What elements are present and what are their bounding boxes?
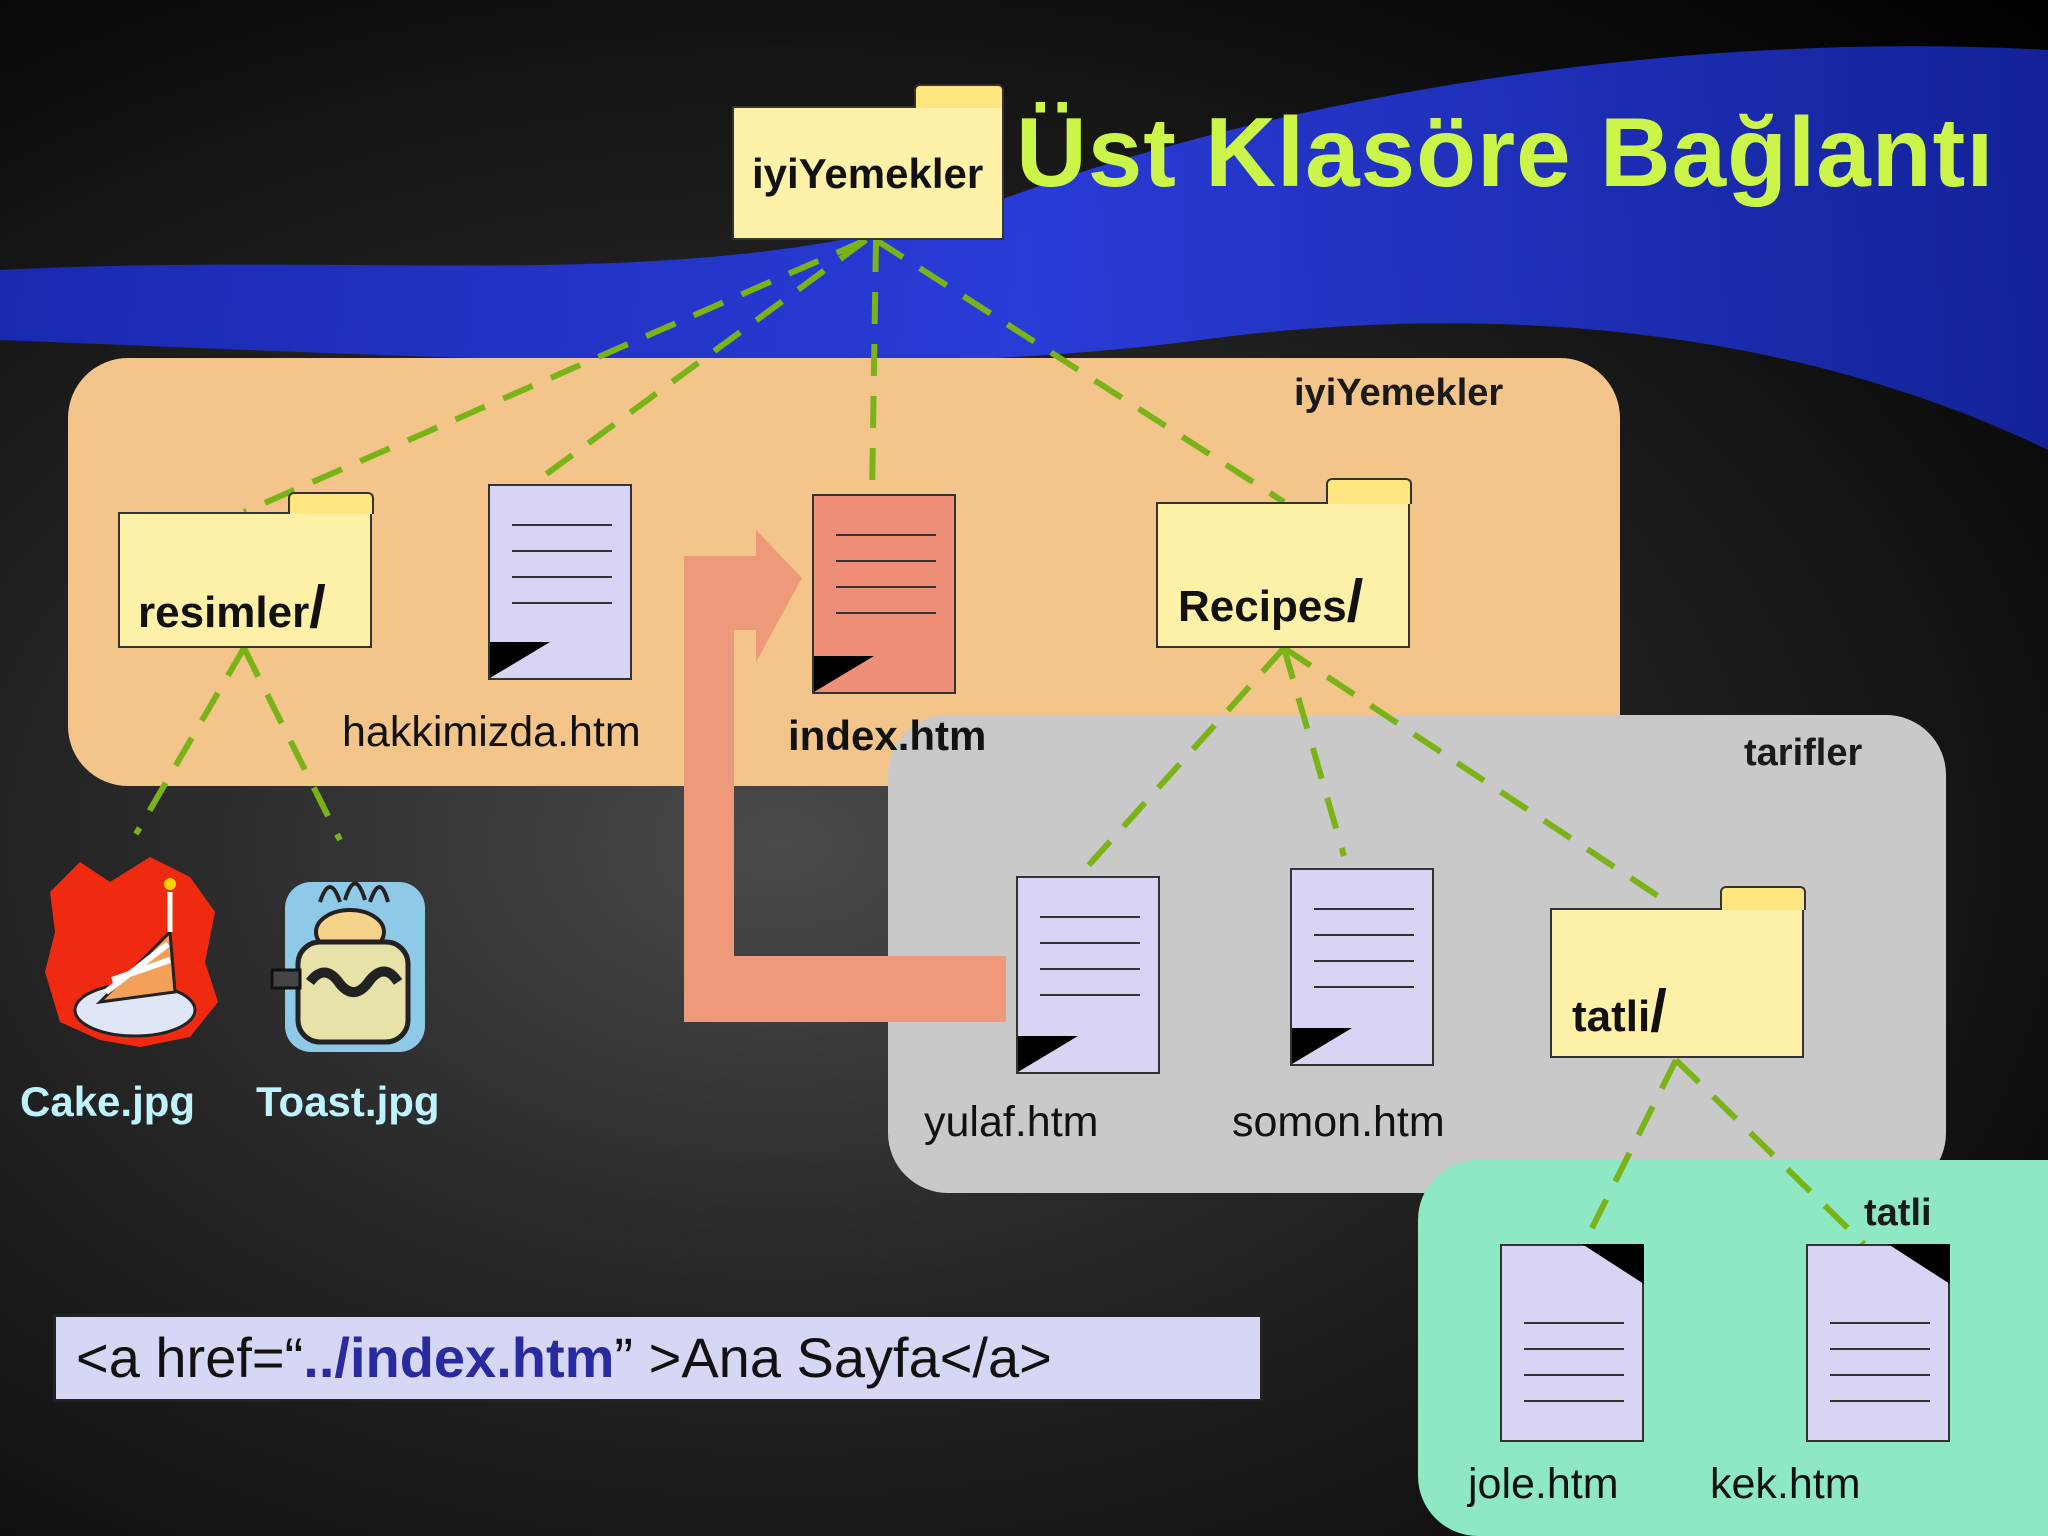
- cake-image[interactable]: [40, 852, 220, 1052]
- connector-root-hakkimizda: [528, 237, 868, 489]
- connector-root-recipes: [874, 237, 1286, 505]
- index-document-icon[interactable]: [812, 494, 956, 694]
- resimler-folder-label: resimler/: [138, 573, 326, 640]
- blue-swoosh: [0, 46, 2048, 450]
- recipes-folder-icon[interactable]: [1156, 478, 1412, 648]
- code-snippet-box: <a href=“../index.htm” >Ana Sayfa</a>: [53, 1314, 1263, 1402]
- page-title: Üst Klasöre Bağlantı: [1016, 97, 1995, 207]
- tatli-folder-icon[interactable]: [1550, 886, 1806, 1058]
- connector-root-index: [869, 239, 879, 497]
- jole-document-icon[interactable]: [1500, 1244, 1644, 1442]
- root-folder-label: iyiYemekler: [752, 150, 984, 197]
- tatli-folder-label: tatli/: [1572, 977, 1667, 1044]
- toast-image[interactable]: [270, 862, 430, 1062]
- connector-tatli-kek: [1673, 1057, 1867, 1247]
- connector-root-resimler: [242, 237, 868, 515]
- region-label-tatli: tatli: [1864, 1192, 1932, 1234]
- somon-document-icon[interactable]: [1290, 868, 1434, 1066]
- recipes-folder-label: Recipes/: [1178, 567, 1364, 634]
- kek-document-icon[interactable]: [1806, 1244, 1950, 1442]
- somon-file-label: somon.htm: [1232, 1098, 1445, 1146]
- kek-file-label: kek.htm: [1710, 1460, 1861, 1508]
- connector-recipes-tatli: [1282, 645, 1672, 907]
- code-suffix: ” >Ana Sayfa</a>: [614, 1326, 1052, 1389]
- yulaf-file-label: yulaf.htm: [924, 1098, 1099, 1146]
- root-folder-icon[interactable]: [732, 84, 1004, 240]
- index-file-label: index.htm: [788, 712, 987, 759]
- yulaf-document-icon[interactable]: [1016, 876, 1160, 1074]
- jole-file-label: jole.htm: [1468, 1460, 1619, 1508]
- connector-recipes-somon: [1281, 647, 1347, 857]
- code-prefix: <a href=“: [76, 1326, 304, 1389]
- hakkimizda-document-icon[interactable]: [488, 484, 632, 680]
- connector-resimler-cake: [133, 646, 247, 836]
- cake-image-label: Cake.jpg: [20, 1078, 196, 1125]
- code-href: ../index.htm: [303, 1326, 615, 1389]
- region-label-tarifler: tarifler: [1744, 732, 1863, 774]
- connector-recipes-yulaf: [1085, 645, 1287, 869]
- resimler-folder-icon[interactable]: [118, 492, 374, 648]
- region-label-iyiyemekler: iyiYemekler: [1294, 372, 1504, 414]
- connector-resimler-toast: [241, 646, 343, 842]
- link-arrow: [684, 530, 1006, 1022]
- hakkimizda-file-label: hakkimizda.htm: [342, 708, 641, 756]
- connector-tatli-jole: [1581, 1058, 1679, 1246]
- toast-image-label: Toast.jpg: [256, 1078, 440, 1125]
